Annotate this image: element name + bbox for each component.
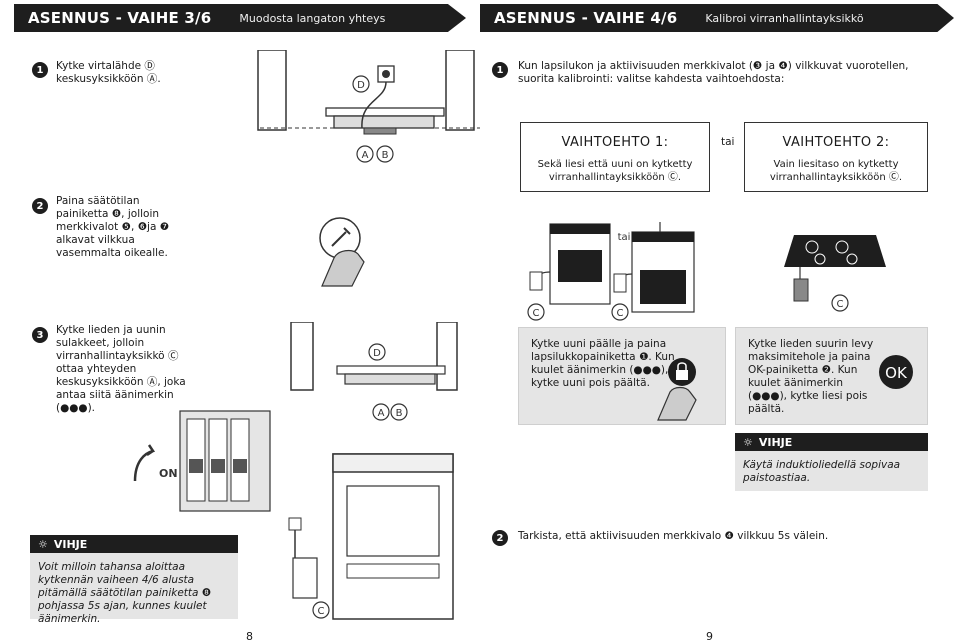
right-tip-label: VIHJE: [758, 435, 793, 449]
option-1-illustration: tai C C: [527, 222, 695, 321]
label-d-top: D: [357, 80, 365, 91]
rotate-arrow-icon: [133, 444, 156, 482]
left-step-2-text: Paina säätötilan painiketta ❽, jolloin m…: [56, 195, 170, 259]
right-tip-header: ☼ VIHJE: [735, 433, 928, 451]
option-1-title: VAIHTOEHTO 1:: [561, 135, 669, 150]
left-header-subtitle: Muodosta langaton yhteys: [239, 11, 386, 25]
left-step-2-number: 2: [32, 198, 48, 214]
option-2-desc: Vain liesitaso on kytketty virranhallint…: [769, 159, 903, 183]
option-1-desc: Sekä liesi että uuni on kytketty virranh…: [537, 159, 693, 183]
left-tip-text: Voit milloin tahansa aloittaa kytkennän …: [30, 553, 238, 625]
left-tip-header: ☼ VIHJE: [30, 535, 238, 553]
left-step-3-number: 3: [32, 327, 48, 343]
option-1-action: Kytke uuni päälle ja paina lapsilukkopai…: [531, 338, 675, 389]
finger-icon: [321, 249, 365, 287]
label-d-bottom: D: [373, 348, 381, 359]
stove-illustration: D A B C: [288, 322, 458, 620]
option-2-box: VAIHTOEHTO 2: Vain liesitaso on kytketty…: [744, 122, 928, 192]
label-c-opt2: C: [837, 299, 844, 310]
label-c-opt1a: C: [533, 308, 540, 319]
left-step-1-number: 1: [32, 62, 48, 78]
left-step-1-text: Kytke virtalähde Ⓓ keskusyksikköön Ⓐ.: [56, 60, 161, 85]
right-step-2-text: Tarkista, että aktiivisuuden merkkivalo …: [518, 530, 829, 542]
right-step-1-number: 1: [492, 62, 508, 78]
page-number-right: 9: [706, 630, 713, 641]
page-number-left: 8: [246, 630, 253, 641]
right-tip-text: Käytä induktioliedellä sopivaa paistoast…: [735, 451, 928, 491]
left-header-title: ASENNUS - VAIHE 3/6: [28, 9, 212, 27]
option-2-action: Kytke lieden suurin levy maksimitehole j…: [748, 338, 874, 415]
or-label-images: tai: [618, 232, 631, 243]
option-2-illustration: C: [784, 235, 886, 312]
ok-button-illustration: OK: [879, 355, 913, 389]
left-header: ASENNUS - VAIHE 3/6 Muodosta langaton yh…: [14, 4, 466, 32]
lock-finger-illustration: [657, 358, 697, 421]
option-1-box: VAIHTOEHTO 1: Sekä liesi että uuni on ky…: [520, 122, 710, 192]
or-label-top: tai: [721, 136, 735, 148]
lightbulb-icon: ☼: [743, 435, 753, 449]
label-b-bottom: B: [396, 408, 403, 419]
hood-illustration-top: D A B: [257, 50, 480, 163]
fuse-box-illustration: ON: [133, 410, 271, 512]
lightbulb-icon: ☼: [38, 537, 48, 551]
label-b-top: B: [382, 150, 389, 161]
label-ok: OK: [885, 364, 908, 382]
label-a-top: A: [362, 150, 369, 161]
right-step-1-text: Kun lapsilukon ja aktiivisuuden merkkiva…: [518, 60, 909, 85]
finger-press-illustration: [319, 217, 365, 287]
label-c-bottom: C: [318, 606, 325, 617]
option-2-title: VAIHTOEHTO 2:: [782, 135, 890, 150]
left-step-3-text: Kytke lieden ja uunin sulakkeet, jolloin…: [56, 324, 186, 414]
right-header-title: ASENNUS - VAIHE 4/6: [494, 9, 678, 27]
label-a-bottom: A: [378, 408, 385, 419]
label-c-opt1b: C: [617, 308, 624, 319]
left-tip-label: VIHJE: [53, 537, 88, 551]
lock-icon: [676, 370, 688, 380]
right-header-subtitle: Kalibroi virranhallintayksikkö: [705, 11, 864, 25]
right-step-2-number: 2: [492, 530, 508, 546]
label-on: ON: [159, 467, 178, 480]
right-header: ASENNUS - VAIHE 4/6 Kalibroi virranhalli…: [480, 4, 954, 32]
wrench-icon: [331, 227, 351, 247]
